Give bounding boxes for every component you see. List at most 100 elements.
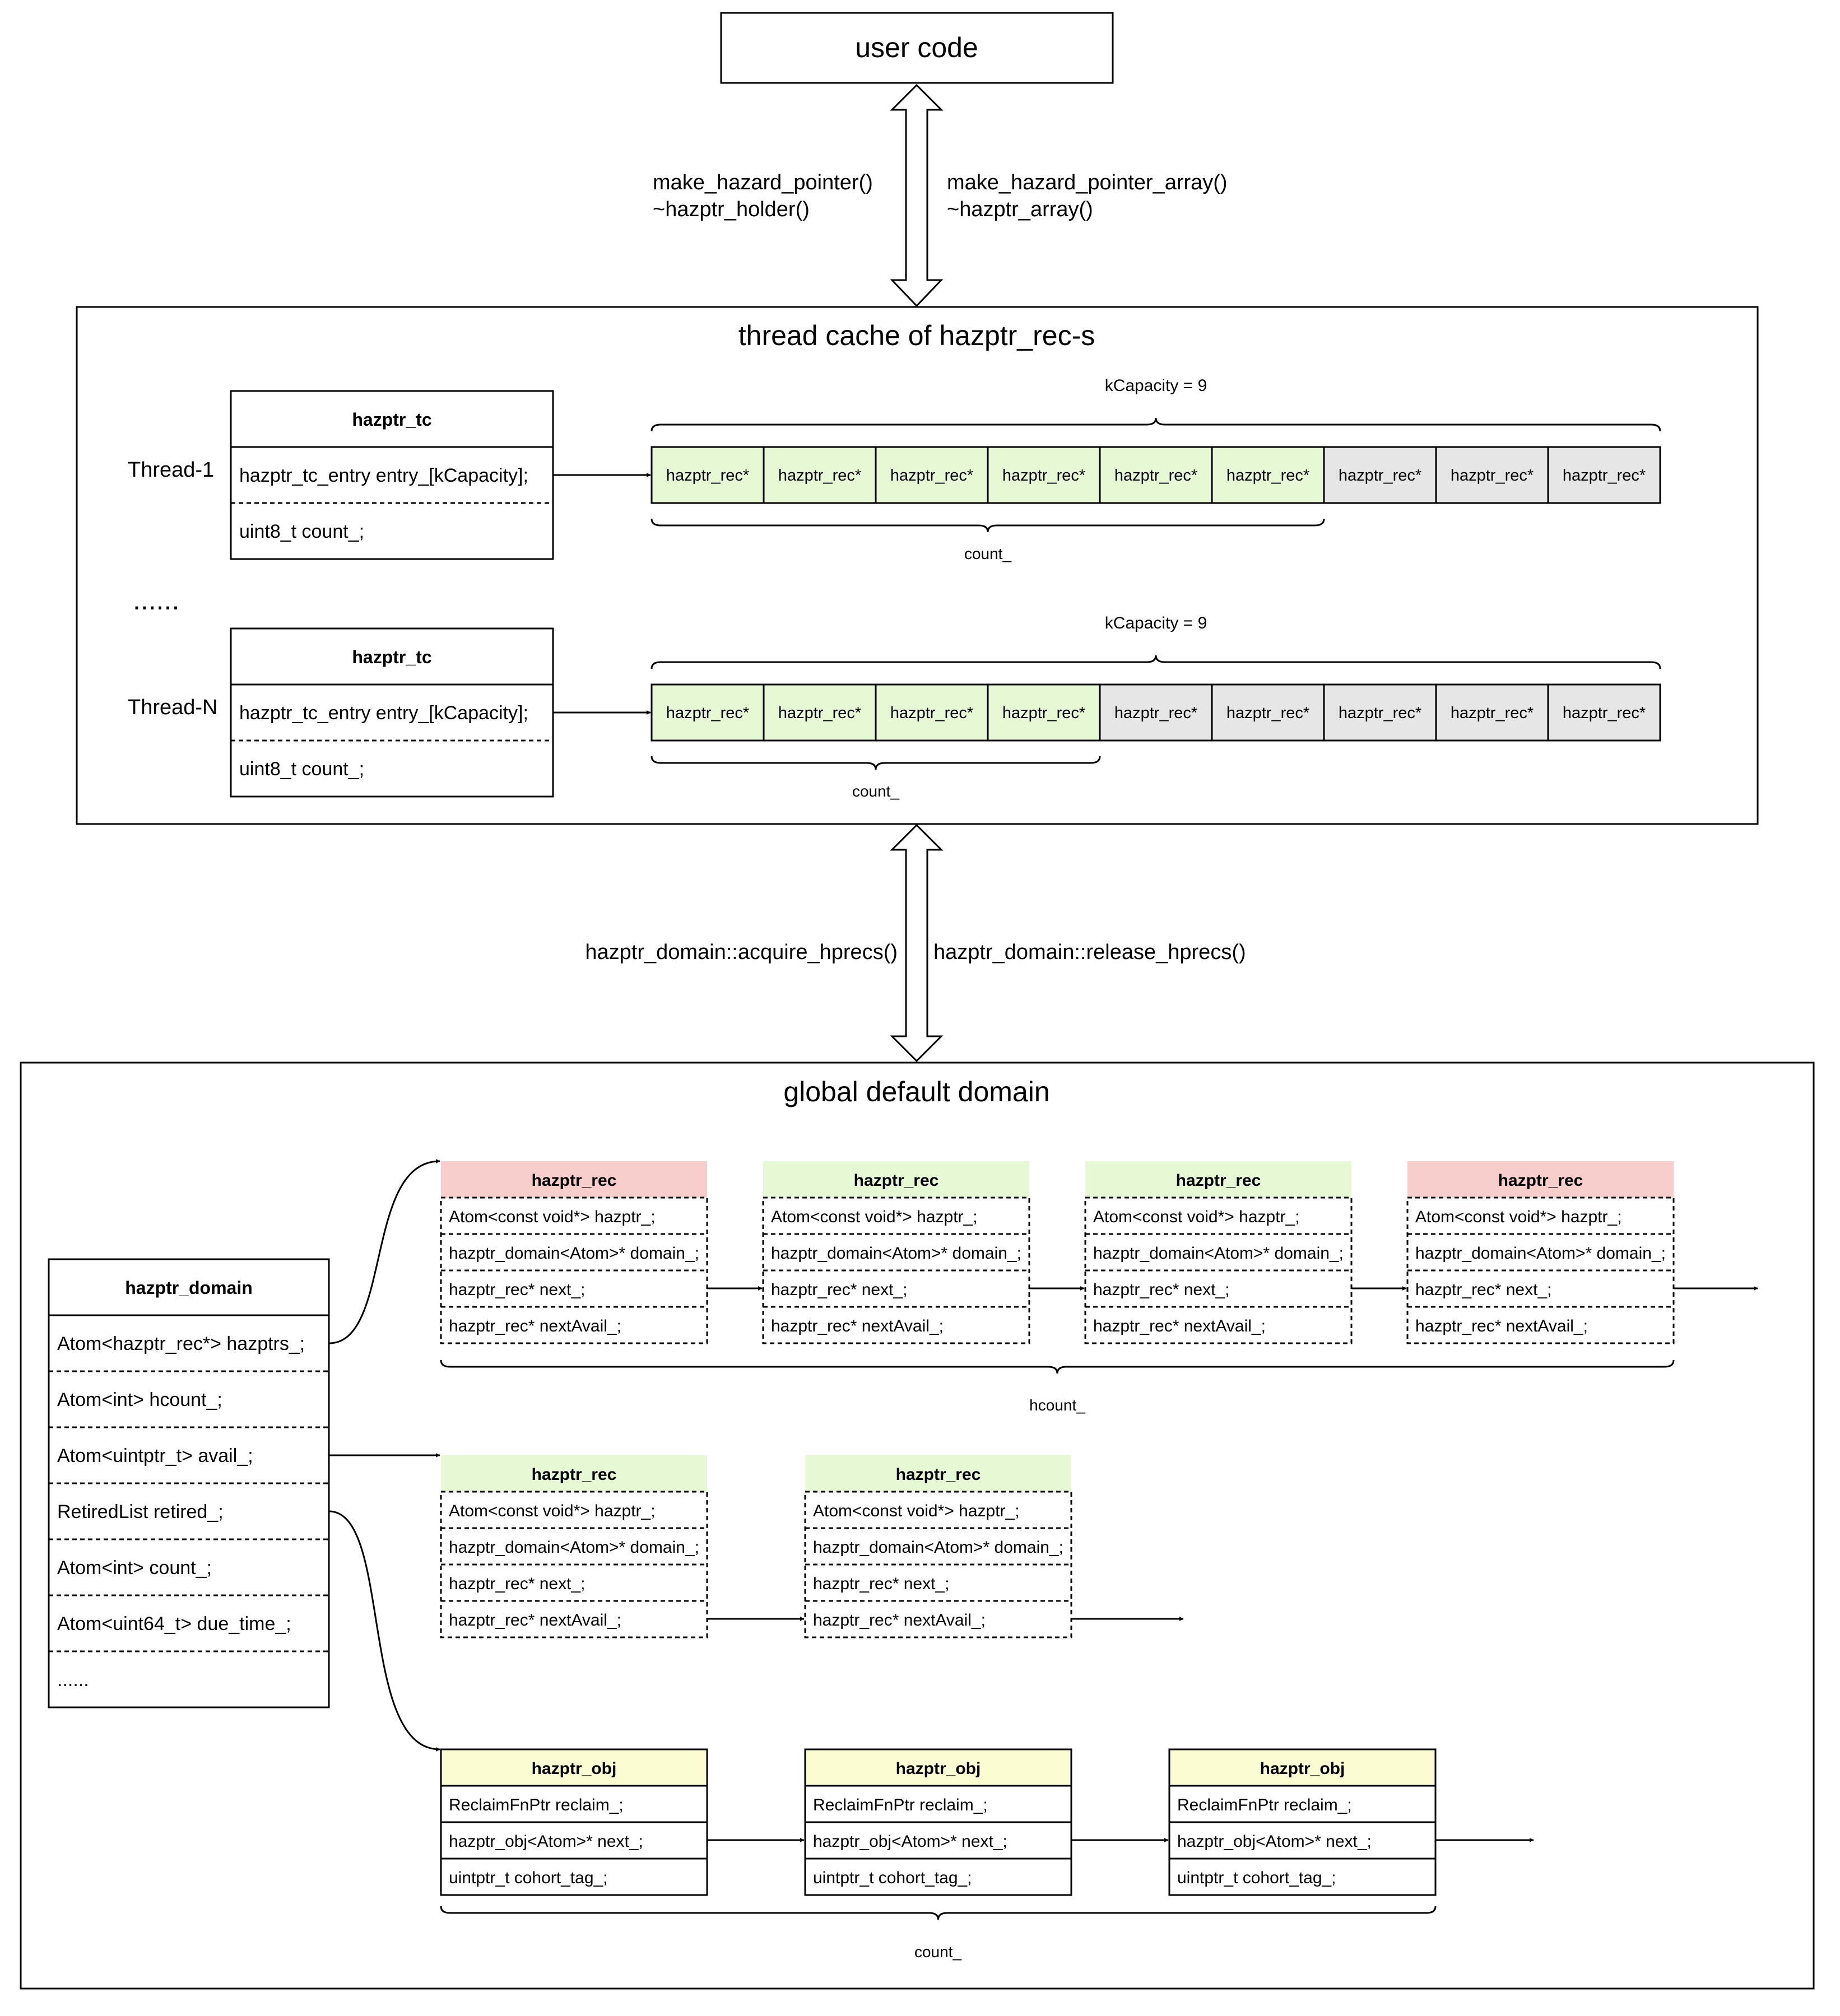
node-field: hazptr_rec* next_; — [813, 1575, 949, 1593]
entry-cell-label: hazptr_rec* — [778, 467, 861, 485]
retired-count-brace — [440, 1906, 1437, 1920]
entry-cell-used — [650, 683, 765, 742]
top-arrow-right-line-2: ~hazptr_array() — [947, 198, 1093, 221]
entry-cell-label: hazptr_rec* — [890, 704, 973, 722]
entry-cell-label: hazptr_rec* — [1226, 704, 1309, 722]
node-field: hazptr_rec* nextAvail_; — [1093, 1317, 1266, 1335]
entry-cell-free — [1211, 683, 1325, 742]
global-domain-container — [20, 1061, 1815, 1990]
node-field: uintptr_t cohort_tag_; — [813, 1869, 972, 1887]
entry-cell-used — [987, 446, 1101, 504]
node-field: hazptr_rec* next_; — [449, 1281, 585, 1299]
hazptr-tc-box — [230, 390, 554, 560]
entry-cell-free — [1547, 683, 1661, 742]
domain-field: Atom<uint64_t> due_time_; — [57, 1613, 291, 1635]
top-arrow-left-line-2: ~hazptr_holder() — [653, 198, 810, 221]
node-field: hazptr_domain<Atom>* domain_; — [771, 1244, 1021, 1263]
entry-cell-free — [1099, 683, 1213, 742]
node-field: hazptr_rec* nextAvail_; — [771, 1317, 944, 1335]
hazptr-rec-header: hazptr_rec — [896, 1465, 981, 1484]
hazptr-rec-header: hazptr_rec — [1498, 1171, 1583, 1190]
node-field: ReclaimFnPtr reclaim_; — [449, 1796, 624, 1814]
entry-cell-label: hazptr_rec* — [1002, 467, 1085, 485]
hazptr-tc-count-field: uint8_t count_; — [239, 521, 364, 542]
thread-label: Thread-1 — [128, 458, 214, 482]
node-field: hazptr_domain<Atom>* domain_; — [1093, 1244, 1344, 1263]
domain-field: Atom<hazptr_rec*> hazptrs_; — [57, 1333, 305, 1354]
domain-field: Atom<uintptr_t> avail_; — [57, 1445, 253, 1466]
node-field: hazptr_obj<Atom>* next_; — [449, 1832, 643, 1851]
domain-field: Atom<int> count_; — [57, 1557, 212, 1579]
count-brace — [650, 756, 1101, 770]
release-hprecs-label: hazptr_domain::release_hprecs() — [933, 941, 1246, 964]
entry-cell-label: hazptr_rec* — [1339, 704, 1421, 722]
capacity-label: kCapacity = 9 — [1105, 614, 1207, 632]
node-field: Atom<const void*> hazptr_; — [1093, 1208, 1300, 1226]
node-field: hazptr_obj<Atom>* next_; — [1177, 1832, 1372, 1851]
hazptr-tc-header: hazptr_tc — [352, 647, 431, 667]
entry-cell-label: hazptr_rec* — [1563, 467, 1646, 485]
entry-cell-label: hazptr_rec* — [1114, 467, 1197, 485]
node-field: hazptr_domain<Atom>* domain_; — [1415, 1244, 1666, 1263]
entry-cell-free — [1547, 446, 1661, 504]
node-field: ReclaimFnPtr reclaim_; — [813, 1796, 988, 1814]
count-brace — [650, 518, 1325, 533]
node-field: Atom<const void*> hazptr_; — [771, 1208, 978, 1226]
node-field: Atom<const void*> hazptr_; — [449, 1208, 656, 1226]
node-field: hazptr_rec* next_; — [449, 1575, 585, 1593]
hazptrs-arrow — [328, 1159, 440, 1344]
node-field: hazptr_rec* next_; — [1415, 1281, 1551, 1299]
hazptr-rec-header: hazptr_rec — [854, 1171, 939, 1190]
entry-cell-label: hazptr_rec* — [1002, 704, 1085, 722]
thread-group: Thread-1 hazptr_tc hazptr_tc_entry entry_[… — [128, 376, 1661, 562]
hazptr-obj-header: hazptr_obj — [1260, 1759, 1345, 1778]
entry-cell-used — [1211, 446, 1325, 504]
capacity-brace — [650, 655, 1661, 669]
domain-field: RetiredList retired_; — [57, 1501, 224, 1523]
entry-cell-label: hazptr_rec* — [666, 467, 749, 485]
hazptr-tc-header: hazptr_tc — [352, 409, 431, 430]
capacity-brace — [650, 417, 1661, 432]
entry-cell-used — [875, 446, 989, 504]
hcount-brace — [440, 1359, 1675, 1374]
thread-group: Thread-N hazptr_tc hazptr_tc_entry entry_[… — [128, 614, 1661, 800]
entry-cell-label: hazptr_rec* — [1226, 467, 1309, 485]
node-field: ReclaimFnPtr reclaim_; — [1177, 1796, 1352, 1814]
hazptr-obj-header: hazptr_obj — [896, 1759, 981, 1778]
node-field: hazptr_domain<Atom>* domain_; — [449, 1538, 699, 1557]
node-field: Atom<const void*> hazptr_; — [813, 1502, 1020, 1520]
hazptr-obj-header: hazptr_obj — [532, 1759, 617, 1778]
middle-double-arrow — [890, 823, 944, 1063]
node-field: hazptr_obj<Atom>* next_; — [813, 1832, 1007, 1851]
entry-cell-free — [1435, 683, 1549, 742]
user-code-label: user code — [855, 32, 978, 63]
hazptr-tc-box — [230, 627, 554, 798]
node-field: Atom<const void*> hazptr_; — [449, 1502, 656, 1520]
top-double-arrow — [890, 83, 944, 308]
hazptr-tc-entry-field: hazptr_tc_entry entry_[kCapacity]; — [239, 465, 528, 486]
entry-cell-free — [1435, 446, 1549, 504]
entry-cell-label: hazptr_rec* — [1451, 704, 1534, 722]
thread-label: Thread-N — [128, 696, 218, 719]
node-field: uintptr_t cohort_tag_; — [449, 1869, 608, 1887]
hazptr-tc-entry-field: hazptr_tc_entry entry_[kCapacity]; — [239, 702, 528, 724]
user-code-box: user code — [720, 12, 1114, 84]
node-field: hazptr_domain<Atom>* domain_; — [813, 1538, 1063, 1557]
hazptr-tc-count-field: uint8_t count_; — [239, 758, 364, 780]
entry-cell-label: hazptr_rec* — [890, 467, 973, 485]
node-field: hazptr_rec* next_; — [1093, 1281, 1229, 1299]
entry-cell-free — [1323, 683, 1437, 742]
node-field: Atom<const void*> hazptr_; — [1415, 1208, 1622, 1226]
entry-cell-free — [1323, 446, 1437, 504]
hcount-label: hcount_ — [1029, 1396, 1085, 1414]
